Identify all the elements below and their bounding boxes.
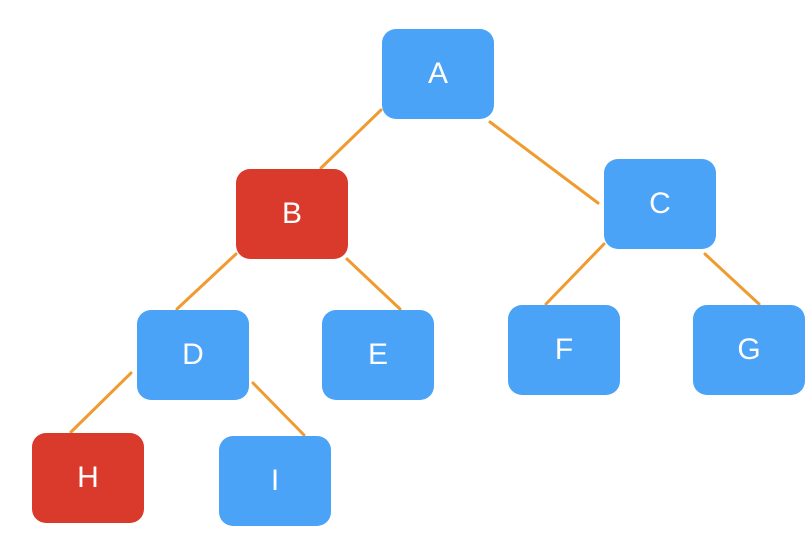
node-label: C	[649, 187, 671, 220]
edge-d-h	[69, 371, 133, 434]
tree-node-e: E	[322, 310, 434, 400]
node-label: I	[270, 464, 280, 497]
node-label: F	[554, 333, 574, 366]
node-label: B	[281, 197, 302, 230]
tree-node-g: G	[693, 305, 805, 395]
edge-b-d	[175, 252, 238, 311]
edge-d-i	[251, 381, 306, 437]
tree-node-i: I	[219, 436, 331, 526]
node-label: A	[427, 57, 448, 90]
edge-c-f	[544, 242, 606, 306]
edge-c-g	[703, 252, 761, 306]
edge-a-b	[319, 108, 383, 170]
edge-a-c	[488, 120, 600, 205]
node-label: G	[737, 333, 761, 366]
tree-node-d: D	[137, 310, 249, 400]
node-label: E	[367, 338, 388, 371]
node-label: H	[77, 461, 99, 494]
node-label: D	[182, 338, 204, 371]
tree-node-a: A	[382, 29, 494, 119]
tree-node-f: F	[508, 305, 620, 395]
tree-node-c: C	[604, 159, 716, 249]
tree-node-h: H	[32, 433, 144, 523]
tree-node-b: B	[236, 169, 348, 259]
edge-b-e	[345, 257, 402, 311]
